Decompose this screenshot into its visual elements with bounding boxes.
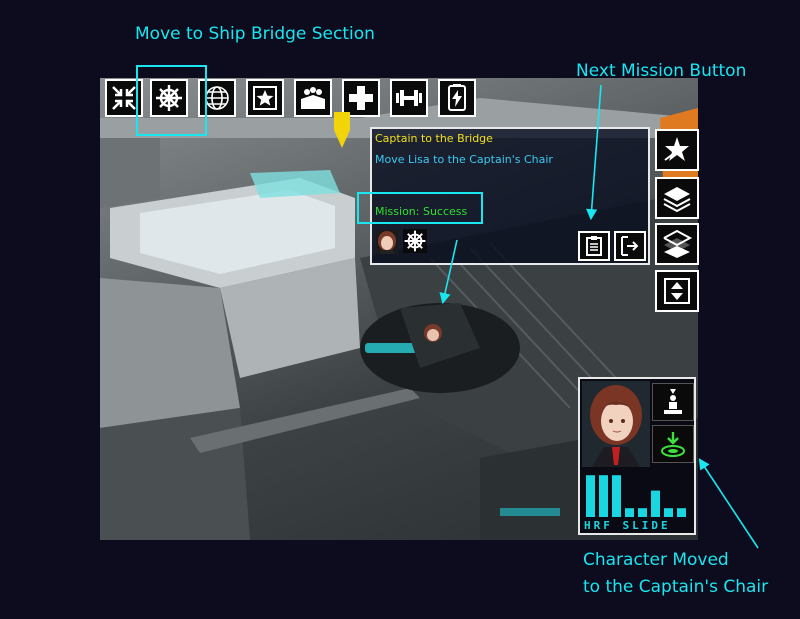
medical-button[interactable]: [342, 79, 380, 117]
teleport-character-button[interactable]: [652, 425, 694, 463]
exit-door-icon: [621, 236, 639, 256]
bridge-location-icon: [403, 229, 427, 253]
stat-bar: [677, 508, 686, 517]
deck-up-button[interactable]: [655, 177, 699, 219]
bridge-section-button[interactable]: [150, 79, 188, 117]
globe-button[interactable]: [198, 79, 236, 117]
stat-bar: [664, 508, 673, 517]
seat-character-button[interactable]: [652, 383, 694, 421]
location-marker-icon: [334, 112, 350, 148]
arrow-character-moved: [698, 458, 759, 549]
annotation-moved-line2: to the Captain's Chair: [583, 577, 769, 597]
annotation-moved-line1: Character Moved: [583, 550, 729, 570]
stat-bar: [638, 508, 647, 517]
ship-wheel-icon: [156, 85, 182, 111]
expand-vertical-icon: [664, 278, 690, 304]
stat-bar: [651, 490, 660, 517]
stat-bar: [599, 475, 608, 517]
deck-down-button[interactable]: [655, 223, 699, 265]
expand-view-button[interactable]: [655, 270, 699, 312]
annotation-next-mission: Next Mission Button: [576, 61, 747, 81]
lisa-portrait-icon: [376, 230, 398, 254]
crew-button[interactable]: [294, 79, 332, 117]
mission-status: Mission: Success: [375, 205, 468, 218]
stat-bar: [586, 475, 595, 517]
star-icon: [253, 86, 277, 110]
seated-person-icon: [664, 389, 682, 414]
warp-button[interactable]: [655, 129, 699, 171]
teleport-pad-icon: [661, 432, 685, 457]
gym-button[interactable]: [390, 79, 428, 117]
collapse-arrows-icon: [112, 86, 136, 110]
mission-objective: Move Lisa to the Captain's Chair: [375, 153, 553, 166]
mission-board-icon: [586, 236, 602, 256]
stat-label: HRF SLIDE: [584, 519, 671, 532]
stat-bar: [612, 475, 621, 517]
character-panel: HRF SLIDE: [578, 377, 696, 535]
annotation-bridge: Move to Ship Bridge Section: [135, 24, 375, 44]
globe-icon: [205, 86, 229, 110]
exit-mission-button[interactable]: [614, 231, 646, 261]
stat-bars: [586, 475, 686, 517]
mission-panel: Captain to the Bridge Move Lisa to the C…: [370, 127, 650, 265]
star-button[interactable]: [246, 79, 284, 117]
medical-cross-icon: [349, 86, 373, 110]
stat-bar: [625, 508, 634, 517]
lisa-portrait[interactable]: [582, 381, 650, 467]
dumbbell-icon: [396, 90, 422, 106]
next-mission-button[interactable]: [578, 231, 610, 261]
mission-title: Captain to the Bridge: [375, 132, 493, 145]
warp-star-icon: [664, 137, 689, 161]
power-cell-icon: [448, 84, 466, 111]
power-button[interactable]: [438, 79, 476, 117]
collapse-button[interactable]: [105, 79, 143, 117]
crew-group-icon: [301, 87, 325, 109]
layers-down-icon: [663, 229, 693, 258]
layers-up-icon: [663, 187, 691, 213]
